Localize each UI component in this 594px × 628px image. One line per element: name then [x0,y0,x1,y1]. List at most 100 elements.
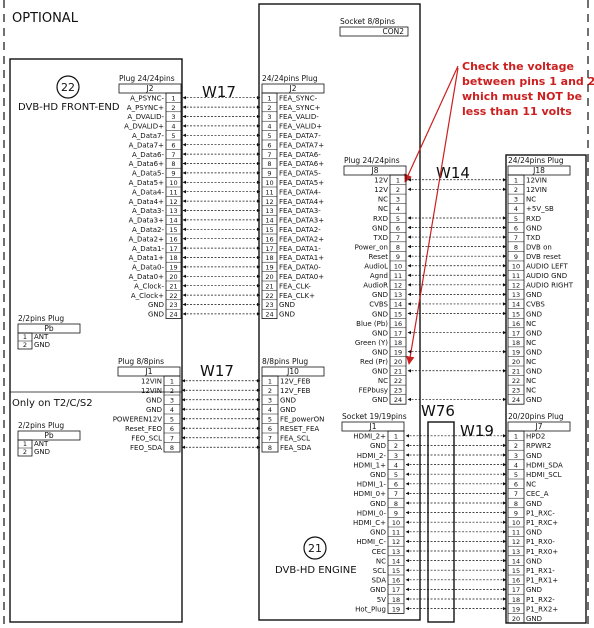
pin-number: 3 [514,196,518,204]
front-end-module-box [9,58,183,623]
pin-label: SCL [373,567,386,575]
pin-number: 15 [394,310,402,318]
pin-label: GND [370,471,386,479]
pin-number: 15 [512,310,520,318]
wire-w76: W76 [421,402,455,420]
pin-label: GND [526,310,542,318]
j10-spec: 8/8pins Plug [262,357,308,366]
pin-label: FEA_SCL [280,435,310,443]
note-arrow-pin1 [404,65,459,183]
pin-number: 13 [512,291,520,299]
pin-number: 9 [514,253,518,261]
pb1-spec: 2/2pins Plug [18,314,64,323]
pin-number: 13 [392,548,400,556]
pin-number: 12 [394,282,402,290]
front-end-number: 22 [61,81,75,94]
pin-number: 7 [267,151,271,159]
pin-label: HDMI_1- [357,481,387,489]
pin-label: FEO_SCL [131,435,162,443]
j1-id: J1 [145,367,153,376]
pin-label: FEA_DATA1- [279,245,321,253]
pin-number: 19 [265,264,273,272]
j2-header [118,83,182,94]
pin-number: 21 [512,368,520,376]
pin-number: 19 [512,605,520,613]
pin-label: GND [526,224,542,232]
pin-label: A_PSYNC- [130,94,164,102]
pin-number: 2 [170,387,174,395]
pin-label: FEA_DATA5+ [279,179,324,187]
pin-number: 13 [512,548,520,556]
pin-label: FEA_DATA6+ [279,160,324,168]
j1h-spec: Socket 19/19pins [342,412,407,421]
pin-number: 7 [514,234,518,242]
pin-number: 1 [23,440,27,448]
pin-number: 4 [396,205,400,213]
pin-number: 14 [512,301,520,309]
pin-label: GND [148,301,164,309]
j10-header [261,366,325,377]
pin-number: 23 [394,387,402,395]
pin-label: AUDIO LEFT [526,263,568,271]
pin-number: 23 [169,301,177,309]
pin-number: 15 [169,226,177,234]
pin-number: 21 [169,282,177,290]
pin-label: HDMI_SDA [526,461,563,469]
pin-label: NC [526,481,536,489]
pin-number: 17 [265,245,273,253]
pin-label: 12V_FEB [280,387,311,395]
pin-label: CEC_A [526,490,549,498]
pin-number: 18 [392,596,400,604]
pin-number: 10 [265,179,273,187]
pin-label: 5V [377,596,386,604]
pin-label: P1_RX0- [526,538,555,546]
pin-number: 16 [392,577,400,585]
pin-label: AUDIO RIGHT [526,282,574,290]
engine-name: DVB-HD ENGINE [275,565,357,576]
pin-label: FEA_DATA3- [279,207,321,215]
pin-number: 3 [171,113,175,121]
pin-label: GND [526,396,542,404]
pin-number: 21 [394,368,402,376]
con2-spec: Socket 8/8pins [340,17,395,26]
pin-label: GND [372,329,388,337]
pin-number: 1 [170,378,174,386]
pin-label: GND [279,301,295,309]
pin-number: 11 [394,272,402,280]
pin-number: 2 [514,186,518,194]
pin-number: 6 [268,425,272,433]
j2e-id: J2 [289,84,297,93]
pin-label: A_Data7- [132,132,164,140]
pin-label: A_Data7+ [129,141,164,149]
pin-number: 7 [396,234,400,242]
wire-w17-top: W17 [202,83,236,101]
pin-label: Hot_Plug [355,605,386,613]
pin-label: ANT [34,440,49,448]
pin-number: 17 [169,245,177,253]
pin-number: 8 [394,500,398,508]
j1h-header [341,421,405,432]
pin-number: 20 [512,358,520,366]
pin-number: 1 [514,177,518,185]
pin-number: 5 [514,215,518,223]
pin-label: P1_RX1- [526,567,555,575]
pin-number: 5 [268,416,272,424]
pin-label: P1_RX0+ [526,548,558,556]
pin-label: HDMI_SCL [526,471,562,479]
pin-label: NC [526,339,536,347]
pb2-id: Pb [44,431,54,440]
pin-label: GND [372,291,388,299]
pin-number: 17 [512,586,520,594]
pin-label: Reset [368,253,388,261]
pin-label: GND [146,406,162,414]
pin-number: 13 [265,207,273,215]
pin-number: 15 [512,567,520,575]
pin-label: AudioR [363,282,388,290]
pin-label: CEC [372,548,386,556]
pin-number: 14 [265,217,273,225]
pin-number: 7 [514,490,518,498]
pin-number: 1 [267,94,271,102]
pin-number: 24 [394,396,402,404]
pin-label: SDA [372,577,387,585]
pin-number: 15 [392,567,400,575]
